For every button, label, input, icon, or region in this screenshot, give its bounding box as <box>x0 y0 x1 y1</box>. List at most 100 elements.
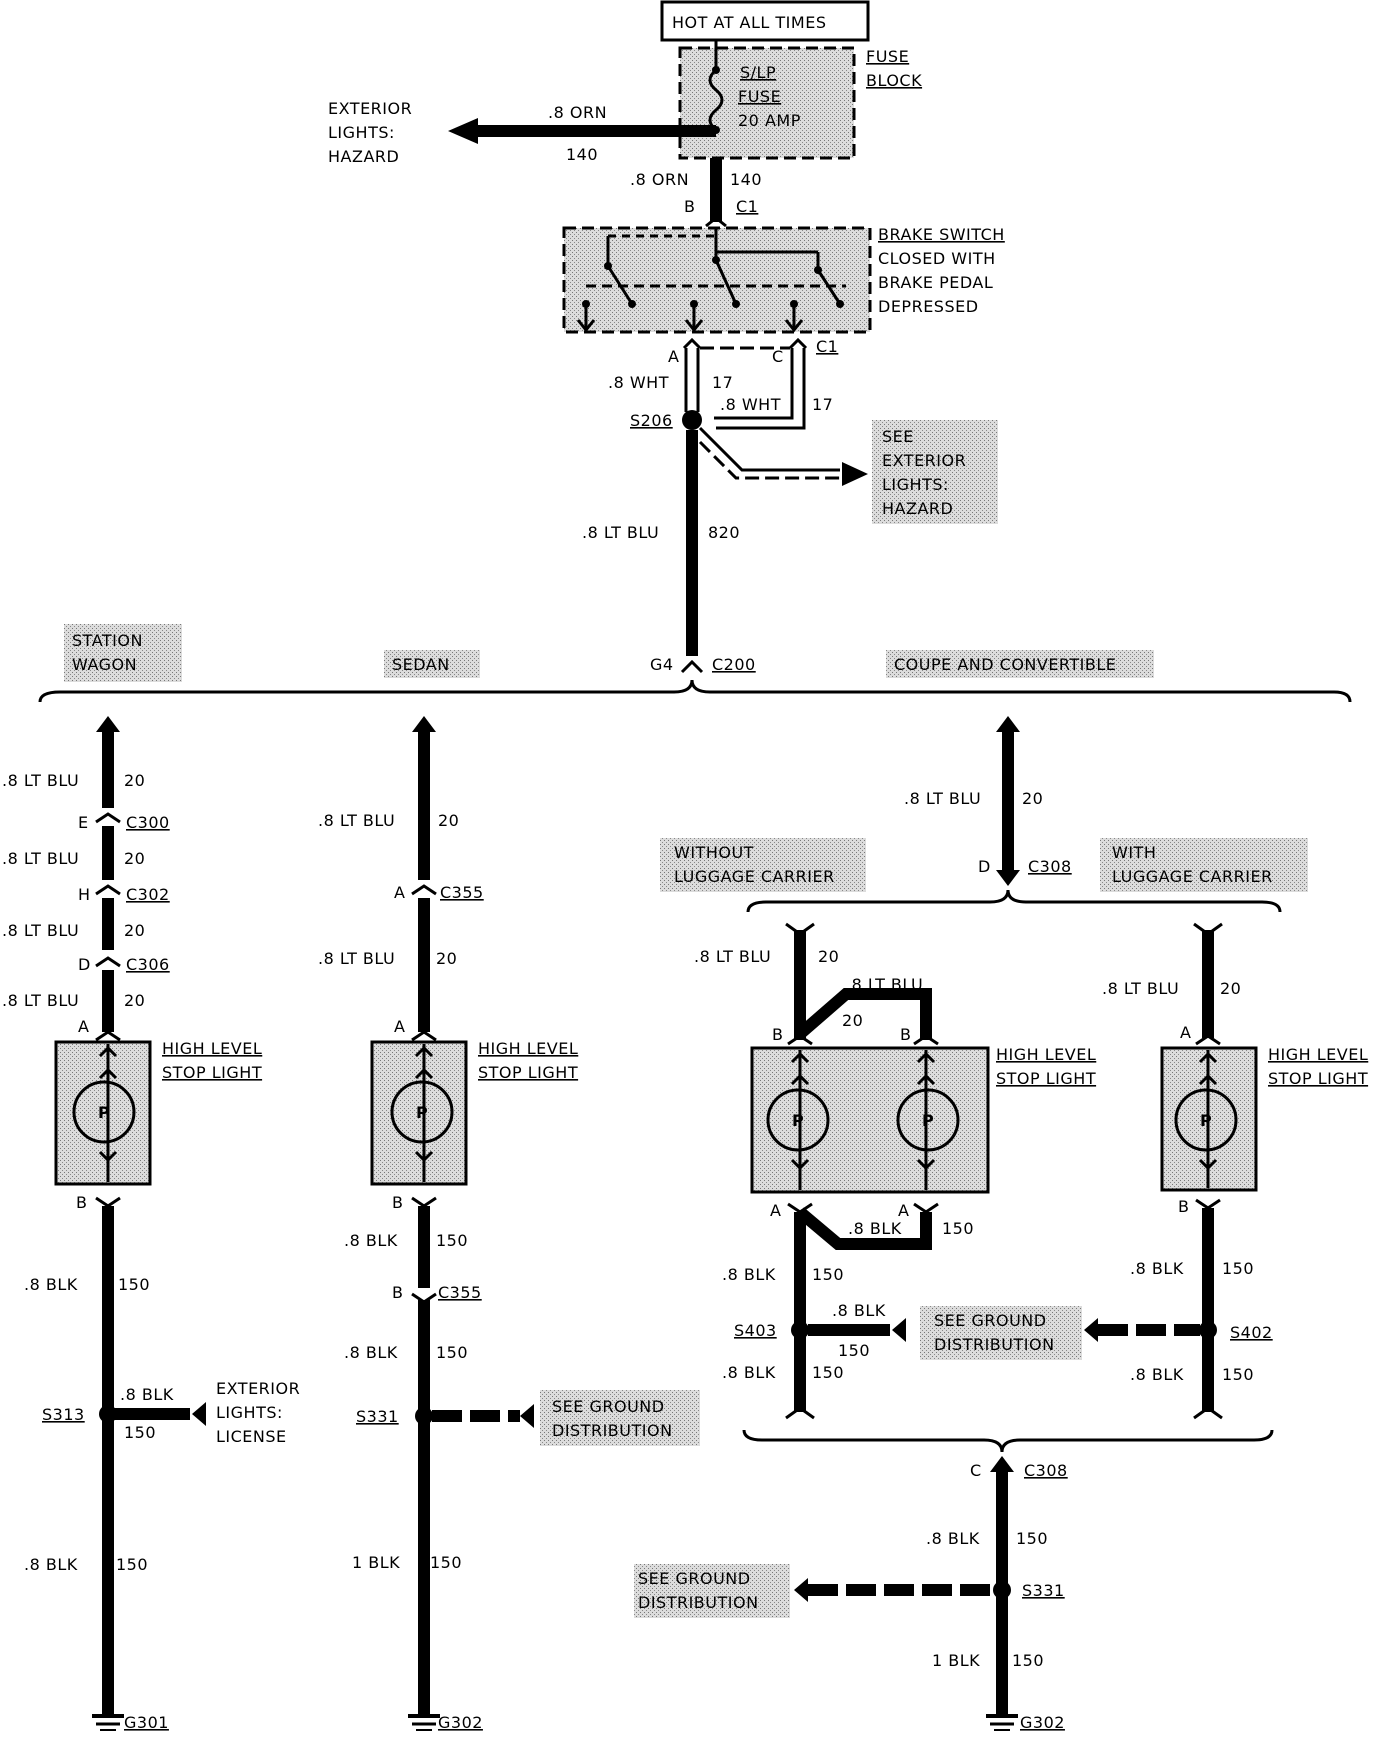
switch-pin-a: A <box>668 347 679 366</box>
svg-text:1 BLK: 1 BLK <box>932 1651 980 1670</box>
svg-text:20: 20 <box>124 849 145 868</box>
svg-text:H: H <box>78 885 91 904</box>
variant-wagon-label: STATION <box>72 631 143 650</box>
svg-text:.8 LT BLU: .8 LT BLU <box>2 771 79 790</box>
wht-circuit-1: 17 <box>712 373 733 392</box>
hazard-wire-color: .8 ORN <box>548 103 607 122</box>
svg-text:20: 20 <box>1022 789 1043 808</box>
svg-text:A: A <box>394 883 405 902</box>
variant-wagon-label-2: WAGON <box>72 655 137 674</box>
svg-text:HIGH LEVEL: HIGH LEVEL <box>162 1039 262 1058</box>
power-source-label: HOT AT ALL TIMES <box>672 13 826 32</box>
brake-switch-label-4: DEPRESSED <box>878 297 979 316</box>
svg-text:S331: S331 <box>1022 1581 1065 1600</box>
see-hazard-label-3: LIGHTS: <box>882 475 949 494</box>
svg-text:.8 LT BLU: .8 LT BLU <box>694 947 771 966</box>
switch-pin-c: C <box>772 347 784 366</box>
svg-text:WITHOUT: WITHOUT <box>674 843 754 862</box>
svg-text:B: B <box>900 1025 911 1044</box>
fuse-block-label-2: BLOCK <box>866 71 922 90</box>
svg-text:.8 LT BLU: .8 LT BLU <box>1102 979 1179 998</box>
svg-text:.8 LT BLU: .8 LT BLU <box>2 921 79 940</box>
svg-text:STOP LIGHT: STOP LIGHT <box>162 1063 262 1082</box>
svg-text:.8 BLK: .8 BLK <box>344 1231 398 1250</box>
svg-text:20: 20 <box>124 991 145 1010</box>
svg-text:20: 20 <box>842 1011 863 1030</box>
sedan-circuit: .8 LT BLU 20 A C355 .8 LT BLU 20 A HIGH … <box>318 716 700 1732</box>
svg-text:STOP LIGHT: STOP LIGHT <box>1268 1069 1368 1088</box>
svg-text:LUGGAGE CARRIER: LUGGAGE CARRIER <box>674 867 835 886</box>
svg-text:G302: G302 <box>1020 1713 1065 1732</box>
svg-text:D: D <box>978 857 991 876</box>
main-feed-connector: C200 <box>712 655 756 674</box>
svg-text:SEE GROUND: SEE GROUND <box>552 1397 665 1416</box>
svg-text:B: B <box>76 1193 87 1212</box>
see-hazard-label-4: HAZARD <box>882 499 953 518</box>
svg-text:150: 150 <box>1222 1365 1254 1384</box>
svg-text:E: E <box>78 813 89 832</box>
fuse-name-2: FUSE <box>738 87 781 106</box>
svg-text:S313: S313 <box>42 1405 85 1424</box>
svg-text:.8 LT BLU: .8 LT BLU <box>2 991 79 1010</box>
fuse-name: S/LP <box>740 63 776 82</box>
svg-text:.8 BLK: .8 BLK <box>24 1555 78 1574</box>
svg-text:S402: S402 <box>1230 1323 1273 1342</box>
svg-text:150: 150 <box>812 1363 844 1382</box>
main-feed-wire: .8 LT BLU <box>582 523 659 542</box>
svg-text:150: 150 <box>124 1423 156 1442</box>
svg-text:.8 LT BLU: .8 LT BLU <box>318 949 395 968</box>
svg-text:1 BLK: 1 BLK <box>352 1553 400 1572</box>
svg-text:150: 150 <box>118 1275 150 1294</box>
svg-text:.8 BLK: .8 BLK <box>1130 1259 1184 1278</box>
variant-sedan-label: SEDAN <box>392 655 450 674</box>
svg-text:C355: C355 <box>438 1283 482 1302</box>
hazard-feed-label-3: HAZARD <box>328 147 399 166</box>
fuse-out-connector: C1 <box>736 197 758 216</box>
svg-text:.8 BLK: .8 BLK <box>722 1265 776 1284</box>
fuse-out-circuit: 140 <box>730 170 762 189</box>
svg-text:LIGHTS:: LIGHTS: <box>216 1403 283 1422</box>
svg-text:D: D <box>78 955 91 974</box>
svg-text:C: C <box>970 1461 982 1480</box>
svg-text:LUGGAGE CARRIER: LUGGAGE CARRIER <box>1112 867 1273 886</box>
hazard-feed-label-2: LIGHTS: <box>328 123 395 142</box>
svg-text:150: 150 <box>1222 1259 1254 1278</box>
svg-text:.8 LT BLU: .8 LT BLU <box>904 789 981 808</box>
svg-text:B: B <box>1178 1197 1189 1216</box>
svg-text:G302: G302 <box>438 1713 483 1732</box>
coupe-circuit: .8 LT BLU 20 D C308 WITHOUT LUGGAGE CARR… <box>634 716 1368 1732</box>
svg-text:.8 LT BLU: .8 LT BLU <box>2 849 79 868</box>
fuse-out-wire: .8 ORN <box>630 170 689 189</box>
svg-text:P: P <box>416 1103 428 1122</box>
brake-switch-label: BRAKE SWITCH <box>878 225 1005 244</box>
svg-text:S403: S403 <box>734 1321 777 1340</box>
svg-text:LICENSE: LICENSE <box>216 1427 287 1446</box>
svg-text:150: 150 <box>436 1231 468 1250</box>
main-feed-circuit: 820 <box>708 523 740 542</box>
svg-text:B: B <box>772 1025 783 1044</box>
svg-text:.8 BLK: .8 BLK <box>1130 1365 1184 1384</box>
svg-text:150: 150 <box>1016 1529 1048 1548</box>
svg-text:20: 20 <box>124 921 145 940</box>
svg-text:P: P <box>922 1111 934 1130</box>
fuse-rating: 20 AMP <box>738 111 801 130</box>
svg-text:150: 150 <box>1012 1651 1044 1670</box>
svg-text:STOP LIGHT: STOP LIGHT <box>996 1069 1096 1088</box>
svg-text:.8 BLK: .8 BLK <box>832 1301 886 1320</box>
svg-text:C306: C306 <box>126 955 170 974</box>
svg-text:SEE GROUND: SEE GROUND <box>638 1569 751 1588</box>
svg-text:EXTERIOR: EXTERIOR <box>216 1379 300 1398</box>
brake-switch-label-2: CLOSED WITH <box>878 249 996 268</box>
svg-text:.8 LT BLU: .8 LT BLU <box>318 811 395 830</box>
variant-brace <box>38 679 1352 703</box>
fuse-out-pin: B <box>684 197 695 216</box>
svg-text:.8 LT BLU: .8 LT BLU <box>846 975 923 994</box>
svg-text:SEE GROUND: SEE GROUND <box>934 1311 1047 1330</box>
svg-text:P: P <box>98 1103 110 1122</box>
svg-text:20: 20 <box>438 811 459 830</box>
main-feed-pin: G4 <box>650 655 674 674</box>
svg-text:C308: C308 <box>1028 857 1072 876</box>
arrow-right-icon <box>842 462 868 486</box>
svg-text:.8 BLK: .8 BLK <box>926 1529 980 1548</box>
